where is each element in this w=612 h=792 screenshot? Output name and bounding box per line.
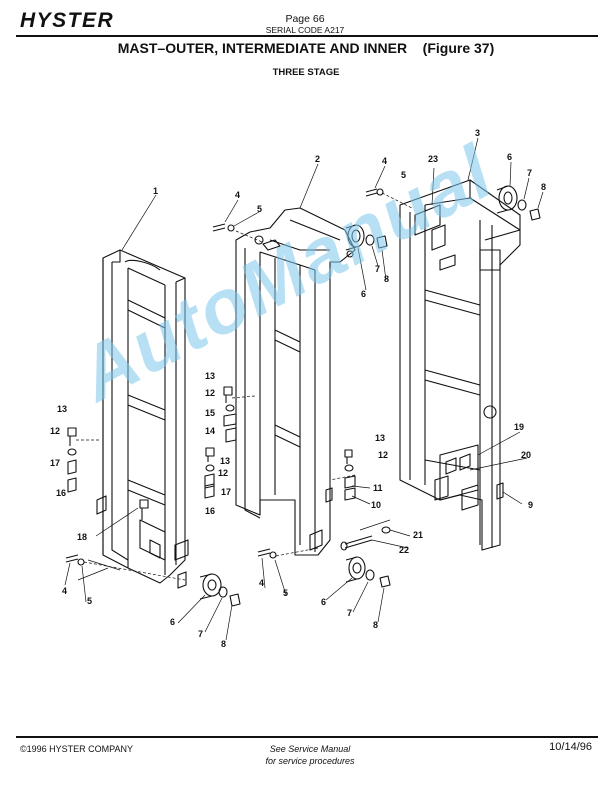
callout-22: 22 xyxy=(399,545,409,555)
hyster-logo: HYSTER xyxy=(20,9,115,32)
callout-10: 10 xyxy=(371,500,381,510)
callout-6d: 6 xyxy=(321,597,326,607)
callout-13b: 13 xyxy=(220,456,230,466)
callout-4d: 4 xyxy=(259,578,264,588)
callout-20: 20 xyxy=(521,450,531,460)
service-note-line1: See Service Manual xyxy=(269,744,351,754)
callout-8d: 8 xyxy=(373,620,378,630)
outer-mast xyxy=(96,249,189,589)
service-note: See Service Manual for service procedure… xyxy=(230,743,390,767)
page-number: Page 66 xyxy=(285,13,325,25)
callout-6: 6 xyxy=(507,152,512,162)
leader-lines xyxy=(64,137,544,641)
callout-7: 7 xyxy=(527,168,532,178)
callout-16b: 16 xyxy=(205,506,215,516)
callout-7c: 7 xyxy=(198,629,203,639)
callout-17c: 17 xyxy=(50,458,60,468)
callout-14: 14 xyxy=(205,426,215,436)
page-title: MAST–OUTER, INTERMEDIATE AND INNER (Figu… xyxy=(117,40,495,56)
callout-1: 1 xyxy=(153,186,158,196)
callout-19: 19 xyxy=(514,422,524,432)
callout-23: 23 xyxy=(428,154,438,164)
callout-8: 8 xyxy=(541,182,546,192)
callout-11: 11 xyxy=(373,483,383,493)
callout-12d: 12 xyxy=(378,450,388,460)
service-note-line2: for service procedures xyxy=(265,756,355,766)
copyright: ©1996 HYSTER COMPANY xyxy=(20,744,133,754)
callout-4b: 4 xyxy=(235,190,240,200)
callout-labels: 1 2 3 4 5 23 6 7 8 4 5 6 7 8 13 12 15 14… xyxy=(50,128,546,649)
page-header: Page 66 SERIAL CODE A217 xyxy=(250,14,360,36)
revision-date: 10/14/96 xyxy=(549,741,592,753)
page-subtitle: THREE STAGE xyxy=(272,67,340,78)
callout-4: 4 xyxy=(382,156,387,166)
callout-7d: 7 xyxy=(347,608,352,618)
callout-15: 15 xyxy=(205,408,215,418)
intermediate-mast xyxy=(235,207,356,556)
callout-8c: 8 xyxy=(221,639,226,649)
callout-8b: 8 xyxy=(384,274,389,284)
callout-21: 21 xyxy=(413,530,423,540)
fasteners xyxy=(65,188,384,566)
callout-17b: 17 xyxy=(221,487,231,497)
callout-5: 5 xyxy=(401,170,406,180)
callout-9: 9 xyxy=(528,500,533,510)
callout-3: 3 xyxy=(475,128,480,138)
header-rule xyxy=(16,35,598,37)
callout-12c: 12 xyxy=(50,426,60,436)
dashed-guides xyxy=(76,192,413,581)
footer-rule xyxy=(16,736,598,738)
callout-13a: 13 xyxy=(205,371,215,381)
callout-5c: 5 xyxy=(87,596,92,606)
callout-13d: 13 xyxy=(375,433,385,443)
callout-2: 2 xyxy=(315,154,320,164)
callout-13c: 13 xyxy=(57,404,67,414)
callout-12b: 12 xyxy=(218,468,228,478)
callout-7b: 7 xyxy=(375,264,380,274)
callout-5d: 5 xyxy=(283,588,288,598)
callout-4c: 4 xyxy=(62,586,67,596)
inner-mast xyxy=(399,179,521,551)
callout-12a: 12 xyxy=(205,388,215,398)
roller-assemblies xyxy=(199,185,541,607)
exploded-parts-diagram: 1 2 3 4 5 23 6 7 8 4 5 6 7 8 13 12 15 14… xyxy=(50,128,546,649)
callout-6c: 6 xyxy=(170,617,175,627)
callout-16c: 16 xyxy=(56,488,66,498)
serial-code: SERIAL CODE A217 xyxy=(265,25,345,35)
callout-6b: 6 xyxy=(361,289,366,299)
callout-18: 18 xyxy=(77,532,87,542)
callout-5b: 5 xyxy=(257,204,262,214)
